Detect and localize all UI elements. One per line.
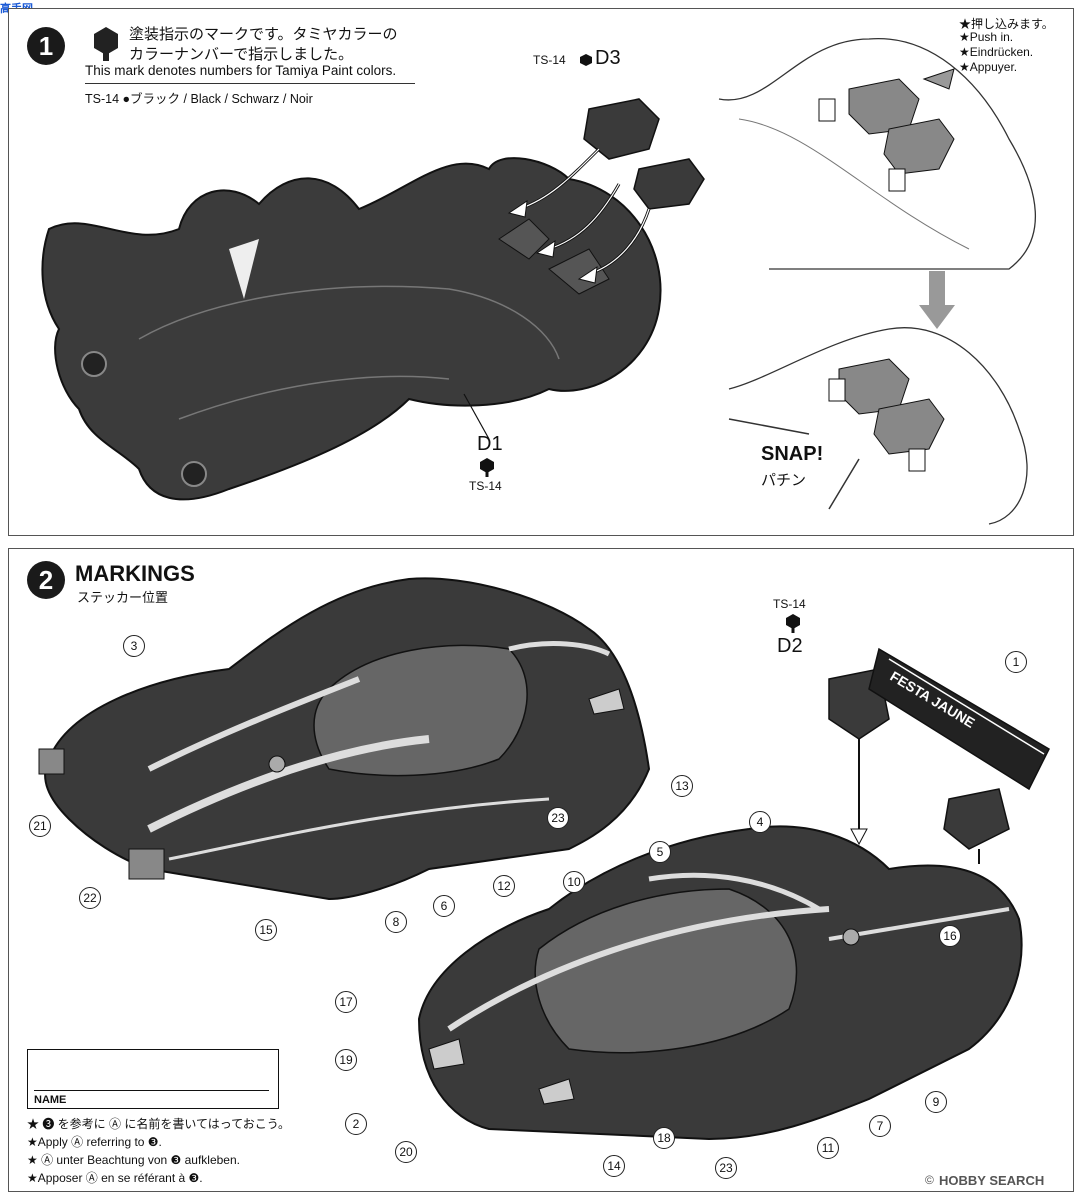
callout-23-a: 23 [547,807,569,829]
callout-5: 5 [649,841,671,863]
divider [85,83,415,84]
callout-7: 7 [869,1115,891,1137]
note-en: ★Apply Ⓐ referring to ❸. [27,1135,162,1149]
d3-hex-icon [580,54,592,66]
callout-15: 15 [255,919,277,941]
push-note-jp: ★押し込みます。 [959,17,1054,31]
callout-21: 21 [29,815,51,837]
callout-11: 11 [817,1137,839,1159]
name-label: NAME [34,1094,67,1106]
step1-panel: 1 塗装指示のマークです。タミヤカラーの カラーナンバーで指示しました。 Thi… [8,8,1074,536]
d2-hex-icon [786,614,800,633]
snap-label: SNAP! [761,443,824,465]
snap-jp-label: パチン [761,472,807,489]
d3-part-label: D3 [595,47,621,69]
callout-3: 3 [123,635,145,657]
d3-paint-code: TS-14 [533,53,566,67]
callout-12: 12 [493,875,515,897]
callout-19: 19 [335,1049,357,1071]
note-fr: ★Apposer Ⓐ en se référant à ❸. [27,1171,203,1185]
callout-9: 9 [925,1091,947,1113]
note-de: ★ Ⓐ unter Beachtung von ❸ aufkleben. [27,1153,240,1167]
callout-13: 13 [671,775,693,797]
callout-16: 16 [939,925,961,947]
step1-jp-line1: 塗装指示のマークです。タミヤカラーの [129,26,398,43]
push-note-de: ★Eindrücken. [959,45,1034,59]
note-jp: ★ ❸ を参考に Ⓐ に名前を書いてはっておこう。 [27,1117,291,1131]
callout-23-b: 23 [715,1157,737,1179]
d1-paint-code: TS-14 [469,479,502,493]
push-note-en: ★Push in. [959,30,1014,44]
step2-panel: 2 MARKINGS ステッカー位置 FESTA JAUNE [8,548,1074,1192]
callout-2: 2 [345,1113,367,1135]
rear-wing-d2: FESTA JAUNE [828,647,1050,864]
callout-22: 22 [79,887,101,909]
step1-en-line: This mark denotes numbers for Tamiya Pai… [85,63,397,78]
step1-jp-line2: カラーナンバーで指示しました。 [129,46,354,63]
step2-title: MARKINGS [75,561,195,586]
d1-part-label: D1 [477,433,503,455]
car-body-view-1 [38,577,651,901]
callout-20: 20 [395,1141,417,1163]
bottom-watermark: HOBBY SEARCH [939,1173,1045,1188]
down-arrow-icon [919,271,955,329]
car-body-view-2 [417,825,1023,1141]
car-body-underside [41,157,662,501]
d2-part-label: D2 [777,635,803,657]
callout-17: 17 [335,991,357,1013]
name-line [34,1090,269,1091]
step2-number: 2 [27,561,65,599]
name-sticker-box: NAME [27,1049,279,1109]
detail-view-before [718,38,1037,270]
callout-1: 1 [1005,651,1027,673]
callout-8: 8 [385,911,407,933]
callout-10: 10 [563,871,585,893]
detail-view-after [728,327,1028,525]
callout-4: 4 [749,811,771,833]
copyright-mark: © [925,1173,934,1187]
callout-18: 18 [653,1127,675,1149]
step2-subtitle: ステッカー位置 [77,590,169,605]
d1-hex-icon [480,458,494,477]
d2-paint-code: TS-14 [773,597,806,611]
d3-parts [507,98,705,284]
push-note-fr: ★Appuyer. [959,60,1018,74]
callout-6: 6 [433,895,455,917]
paint-note: TS-14 ●ブラック / Black / Schwarz / Noir [85,92,313,106]
callout-14: 14 [603,1155,625,1177]
paint-mark-icon [94,27,118,61]
step1-number: 1 [27,27,65,65]
